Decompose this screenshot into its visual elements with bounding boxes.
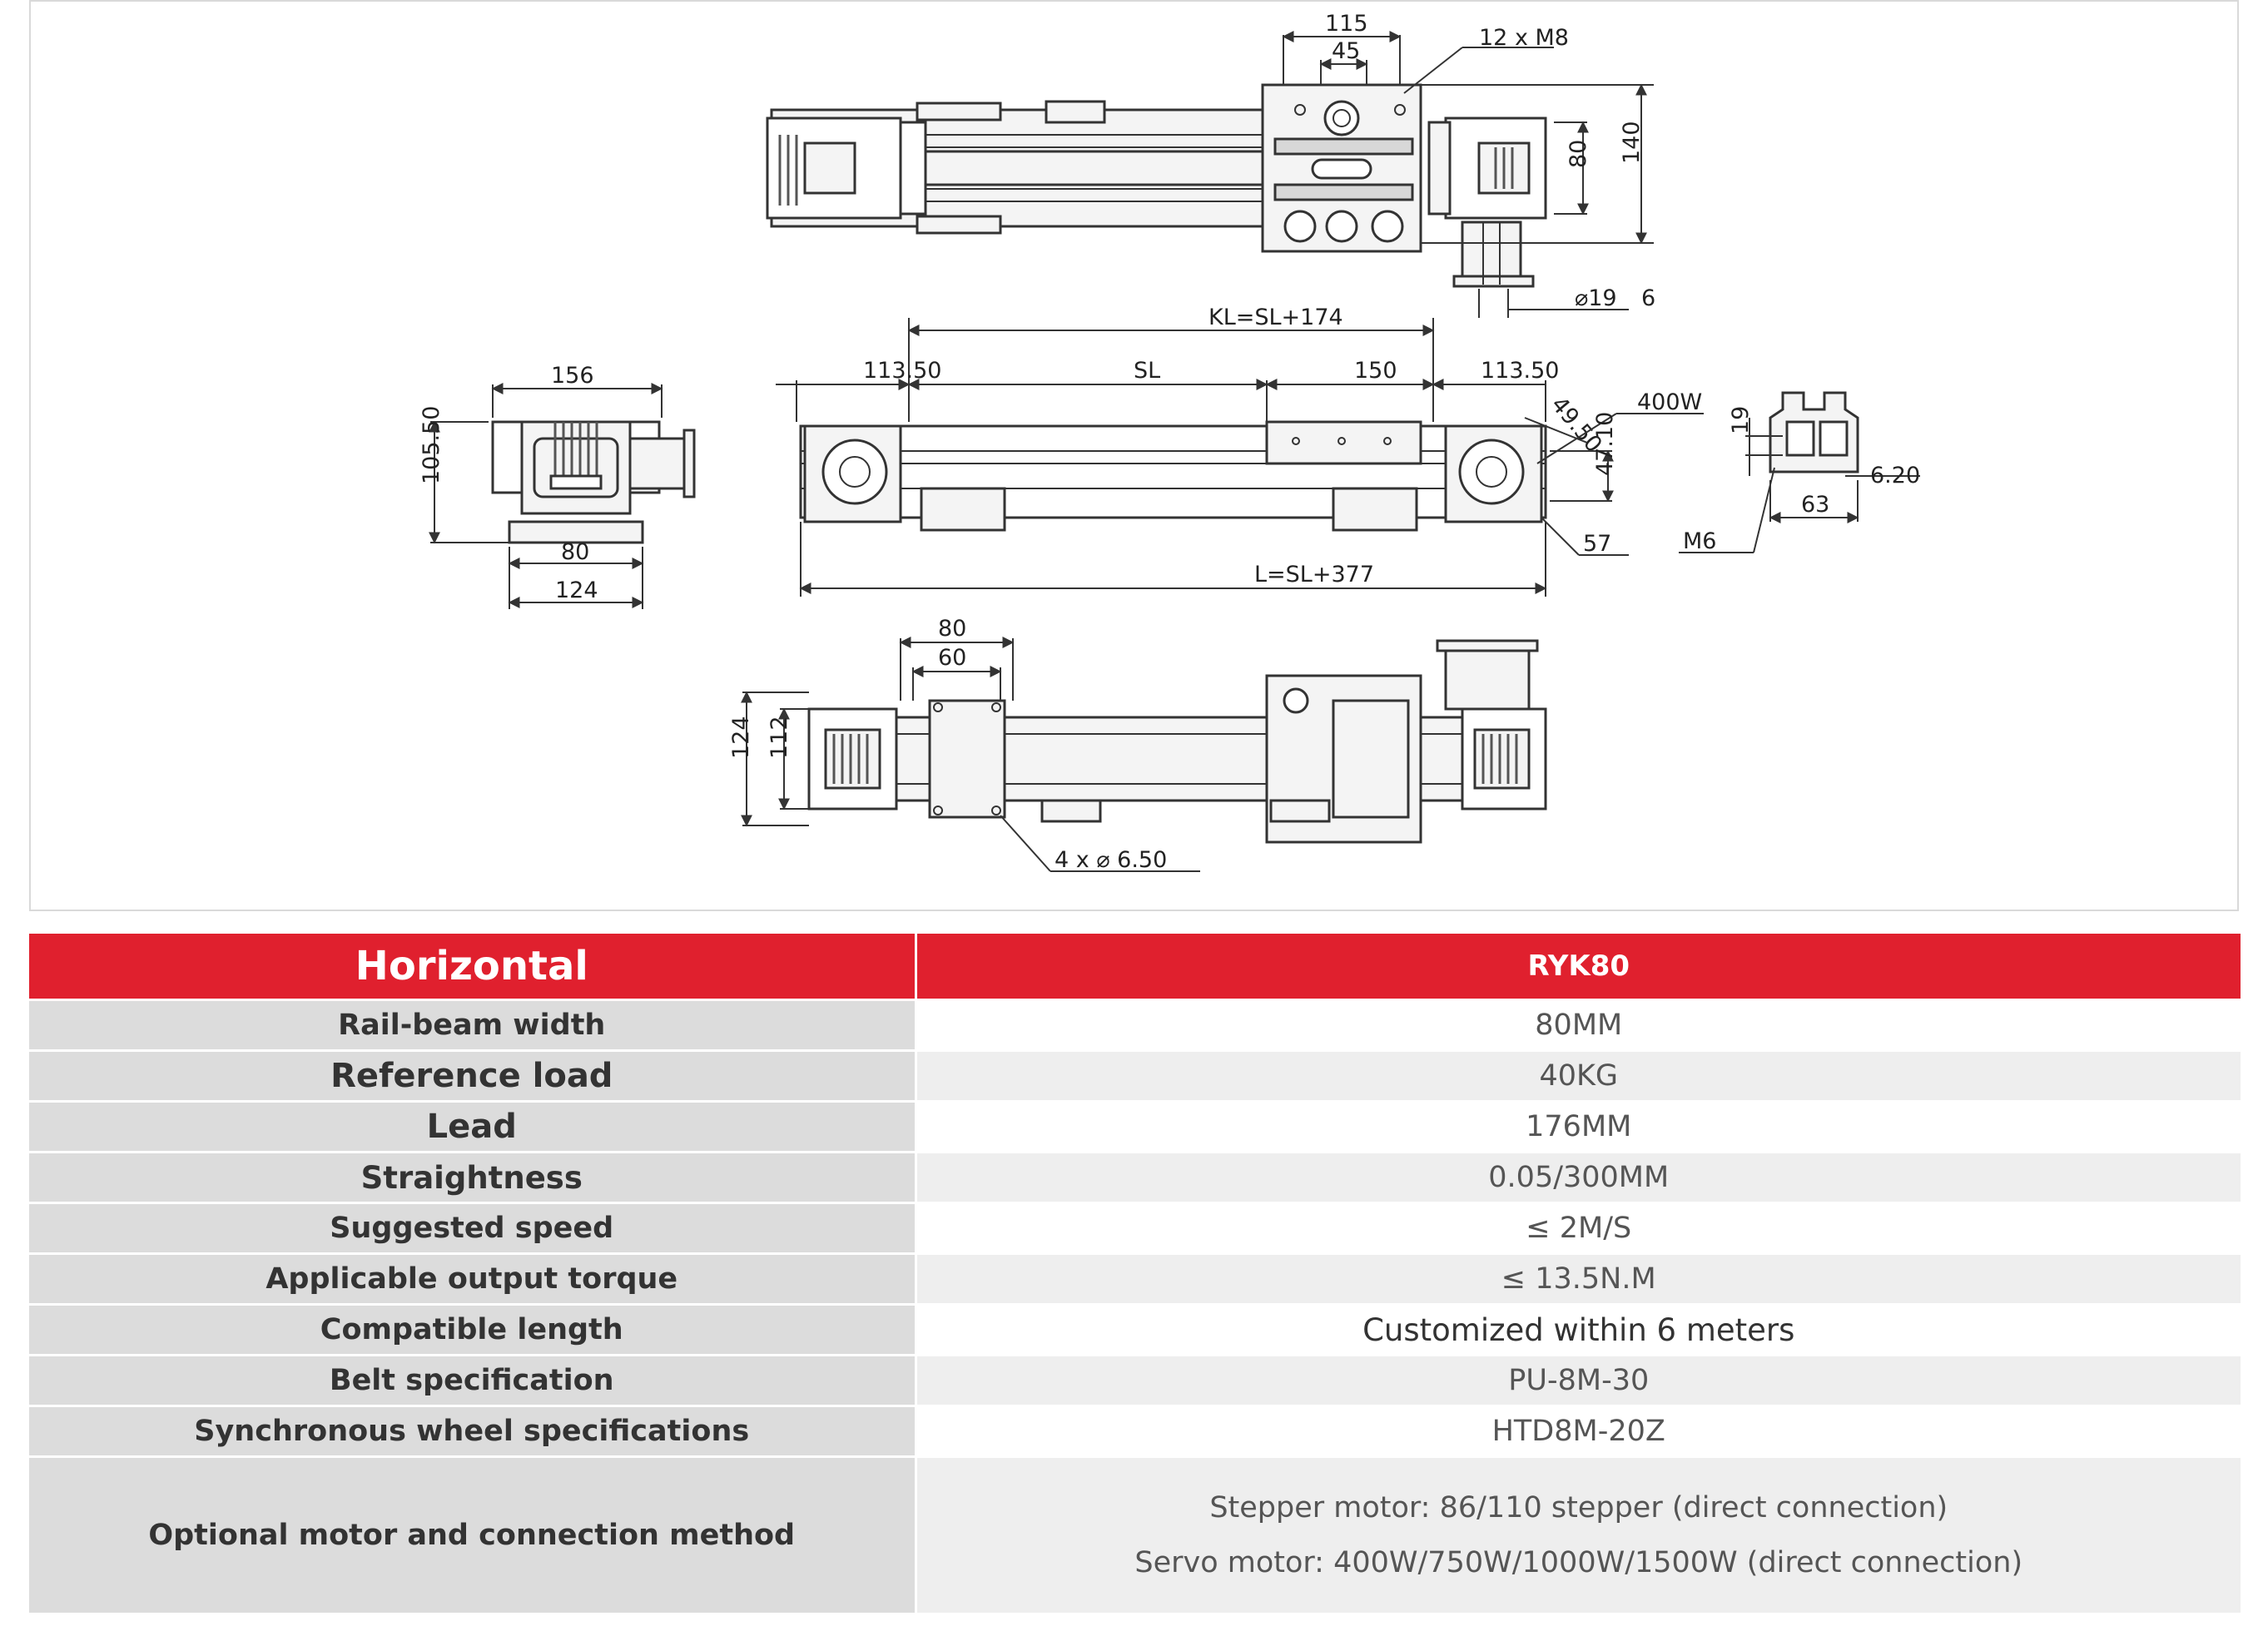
table-row: Rail-beam width 80MM <box>29 999 2241 1052</box>
row-value-motor: Stepper motor: 86/110 stepper (direct co… <box>916 1456 2241 1615</box>
row-value: 176MM <box>916 1101 2241 1153</box>
svg-text:M6: M6 <box>1683 528 1716 554</box>
svg-text:19: 19 <box>1728 406 1754 434</box>
svg-text:6.20: 6.20 <box>1870 463 1920 488</box>
row-label: Synchronous wheel specifications <box>29 1405 917 1458</box>
row-label: Applicable output torque <box>29 1253 917 1306</box>
table-row: Applicable output torque ≤ 13.5N.M <box>29 1253 2241 1306</box>
table-row-motor: Optional motor and connection method Ste… <box>29 1456 2241 1615</box>
svg-text:63: 63 <box>1801 492 1829 518</box>
servo-motor-option: Servo motor: 400W/750W/1000W/1500W (dire… <box>1134 1546 2023 1579</box>
row-label: Rail-beam width <box>29 999 917 1052</box>
row-value: 40KG <box>916 1050 2241 1103</box>
svg-text:80: 80 <box>938 616 966 642</box>
side-view: 156 105.50 80 124 <box>419 363 696 609</box>
row-value: HTD8M-20Z <box>916 1405 2241 1458</box>
row-label: Lead <box>29 1101 917 1153</box>
bottom-view: 80 60 124 112 4 x ⌀ 6.50 <box>728 616 1547 873</box>
table-row: Synchronous wheel specifications HTD8M-2… <box>29 1405 2241 1458</box>
svg-text:57: 57 <box>1583 531 1611 557</box>
svg-text:60: 60 <box>938 645 966 671</box>
svg-text:150: 150 <box>1354 358 1397 384</box>
row-value: ≤ 2M/S <box>916 1202 2241 1255</box>
row-label: Compatible length <box>29 1304 917 1356</box>
svg-text:105.50: 105.50 <box>419 406 444 484</box>
table-row: Straightness 0.05/300MM <box>29 1152 2241 1204</box>
svg-text:400W: 400W <box>1637 389 1702 415</box>
technical-drawing-panel: 115 45 12 x M8 80 140 ⌀19 6 <box>29 0 2239 911</box>
row-label: Belt specification <box>29 1355 917 1407</box>
spec-table: Horizontal RYK80 Rail-beam width 80MM Re… <box>29 934 2241 1615</box>
technical-drawing: 115 45 12 x M8 80 140 ⌀19 6 <box>419 11 1920 873</box>
svg-text:113.50: 113.50 <box>863 358 941 384</box>
svg-text:L=SL+377: L=SL+377 <box>1254 562 1374 587</box>
header-model: RYK80 <box>916 934 2241 1001</box>
svg-text:124: 124 <box>728 716 754 759</box>
row-label: Reference load <box>29 1050 917 1103</box>
table-row: Belt specification PU-8M-30 <box>29 1355 2241 1407</box>
table-row: Lead 176MM <box>29 1101 2241 1153</box>
svg-text:140: 140 <box>1619 121 1645 164</box>
svg-text:⌀19: ⌀19 <box>1575 285 1617 311</box>
table-row: Reference load 40KG <box>29 1050 2241 1103</box>
stepper-motor-option: Stepper motor: 86/110 stepper (direct co… <box>1209 1491 1948 1524</box>
row-label: Straightness <box>29 1152 917 1204</box>
svg-text:115: 115 <box>1325 11 1368 37</box>
svg-text:156: 156 <box>551 363 594 389</box>
svg-text:SL: SL <box>1134 358 1160 384</box>
row-label: Suggested speed <box>29 1202 917 1255</box>
svg-text:80: 80 <box>561 539 589 565</box>
table-row: Compatible length Customized within 6 me… <box>29 1304 2241 1356</box>
svg-text:80: 80 <box>1566 140 1591 168</box>
header-orientation: Horizontal <box>29 934 917 1001</box>
row-value: ≤ 13.5N.M <box>916 1253 2241 1306</box>
svg-text:113.50: 113.50 <box>1481 358 1559 384</box>
svg-text:124: 124 <box>555 578 598 603</box>
svg-text:KL=SL+174: KL=SL+174 <box>1208 305 1343 330</box>
table-header-row: Horizontal RYK80 <box>29 934 2241 1001</box>
svg-text:6: 6 <box>1641 285 1655 311</box>
row-value: Customized within 6 meters <box>916 1304 2241 1356</box>
top-view: 115 45 12 x M8 80 140 ⌀19 6 <box>766 11 1655 318</box>
svg-text:112: 112 <box>767 716 792 759</box>
row-label: Optional motor and connection method <box>29 1456 917 1615</box>
table-row: Suggested speed ≤ 2M/S <box>29 1202 2241 1255</box>
row-value: 0.05/300MM <box>916 1152 2241 1204</box>
svg-text:45: 45 <box>1332 38 1360 64</box>
row-value: PU-8M-30 <box>916 1355 2241 1407</box>
front-view: KL=SL+174 113.50 SL 150 113.50 49.50 400… <box>776 305 1704 597</box>
row-value: 80MM <box>916 999 2241 1052</box>
svg-text:47.10: 47.10 <box>1592 412 1618 476</box>
profile-view: 19 6.20 63 M6 <box>1679 391 1920 554</box>
svg-text:12 x M8: 12 x M8 <box>1479 25 1569 51</box>
svg-text:4 x ⌀ 6.50: 4 x ⌀ 6.50 <box>1055 847 1167 873</box>
